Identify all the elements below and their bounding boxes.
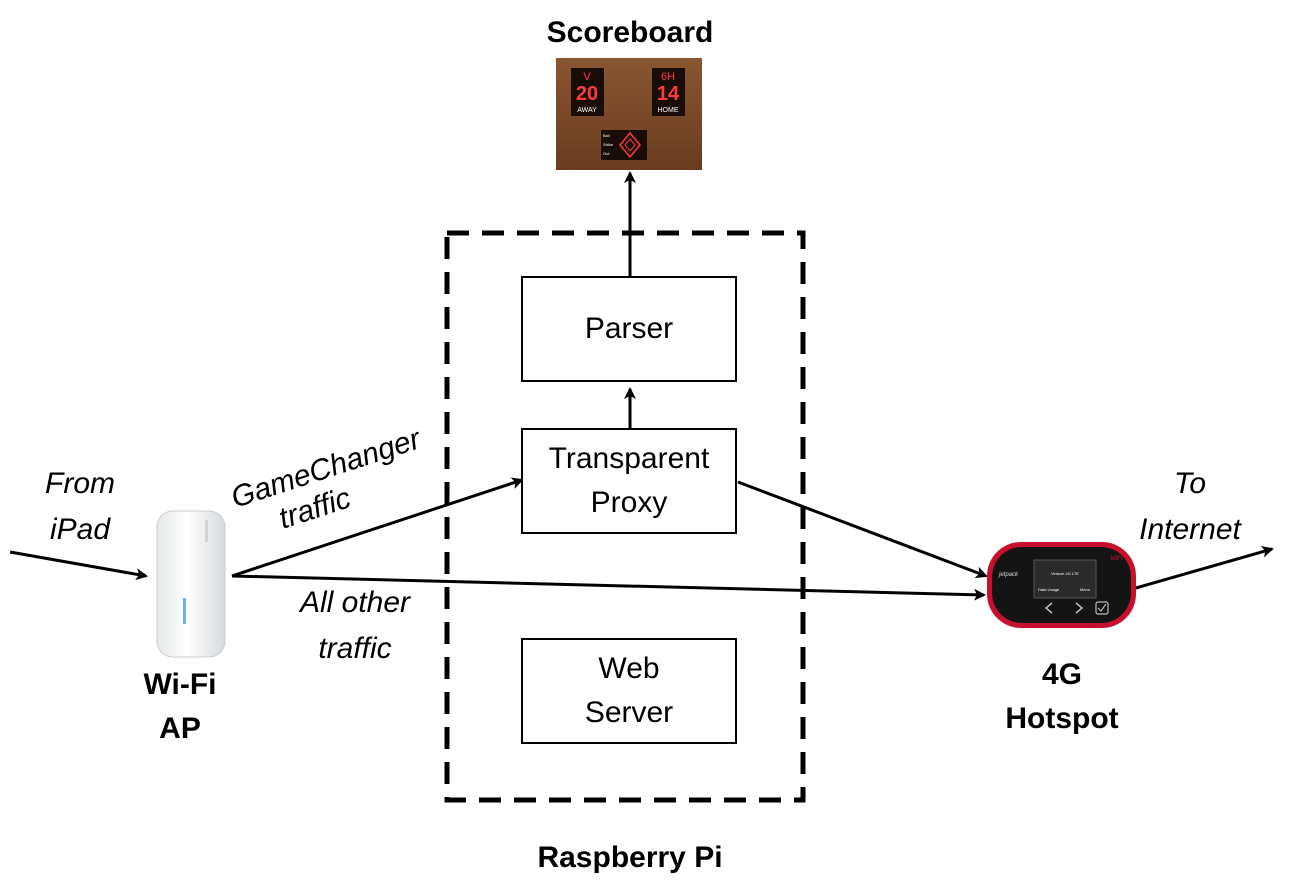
web-label-line2: Server (584, 696, 674, 729)
hotspot-brand: jetpack (998, 572, 1019, 578)
raspberry-pi-container (444, 230, 806, 803)
other-traffic-label-line1: All other (299, 586, 411, 619)
strike-label: Strike (603, 142, 614, 147)
away-label: AWAY (577, 107, 597, 114)
parser-label: Parser (584, 312, 674, 345)
wifi-ap-led-icon (183, 598, 186, 624)
proxy-label-line2: Proxy (590, 486, 668, 519)
other-traffic-label-line2: traffic (318, 632, 392, 665)
home-code: 6H (661, 71, 675, 83)
proxy-label-line1: Transparent (548, 442, 710, 475)
away-display (571, 68, 604, 116)
raspberry-pi-title: Raspberry Pi (537, 841, 723, 874)
arrow-other-traffic (231, 574, 986, 601)
parser-box: Parser (521, 276, 737, 382)
to-label-line2: Internet (1139, 513, 1241, 546)
away-score: 20 (576, 83, 598, 105)
checkmark-icon (1097, 603, 1107, 612)
hotspot-logo: MiFi (1111, 556, 1122, 562)
hotspot-label-line2: Hotspot (1005, 702, 1119, 735)
wifi-ap-logo-icon (205, 520, 208, 542)
ball-label: Ball (603, 133, 610, 138)
home-label: HOME (658, 107, 679, 114)
to-label-line1: To (1173, 467, 1207, 500)
web-server-box: Web Server (521, 638, 737, 744)
from-label-line2: iPad (49, 513, 111, 546)
checkmark-button-icon (1095, 601, 1109, 615)
chevron-right-icon (1075, 602, 1084, 614)
transparent-proxy-box: Transparent Proxy (521, 428, 737, 534)
home-display (652, 68, 685, 116)
wifi-ap-body (156, 510, 226, 658)
home-score: 14 (657, 83, 680, 105)
hotspot-menu: Menu (1080, 587, 1090, 592)
wifi-ap-label-line2: AP (159, 712, 201, 745)
arrow-proxy-to-hotspot (737, 480, 988, 579)
bases-diamond-icon (619, 131, 641, 159)
hotspot-image: jetpack Verizon 4G LTE Data Usage Menu M… (987, 542, 1136, 628)
chevron-left-icon (1044, 602, 1053, 614)
away-code: V (583, 71, 591, 83)
from-label-line1: From (45, 467, 115, 500)
out-label: Out (603, 151, 610, 156)
wifi-ap-label-line1: Wi-Fi (143, 668, 217, 701)
web-label-line1: Web (598, 652, 660, 685)
hotspot-usage: Data Usage (1038, 587, 1060, 592)
inner-diamond-icon (624, 138, 636, 152)
scoreboard-title: Scoreboard (546, 16, 714, 49)
hotspot-network: Verizon 4G LTE (1051, 571, 1079, 576)
arrow-gamechanger-traffic (231, 477, 524, 578)
hotspot-screen (1033, 559, 1097, 599)
wifi-ap-image (156, 510, 226, 658)
arrow-from-ipad (9, 550, 148, 581)
hotspot-label-line1: 4G (1041, 658, 1083, 691)
scoreboard-image: V 20 AWAY 6H 14 HOME Ball Strike Out (556, 58, 702, 170)
arrow-to-internet (1135, 545, 1274, 590)
